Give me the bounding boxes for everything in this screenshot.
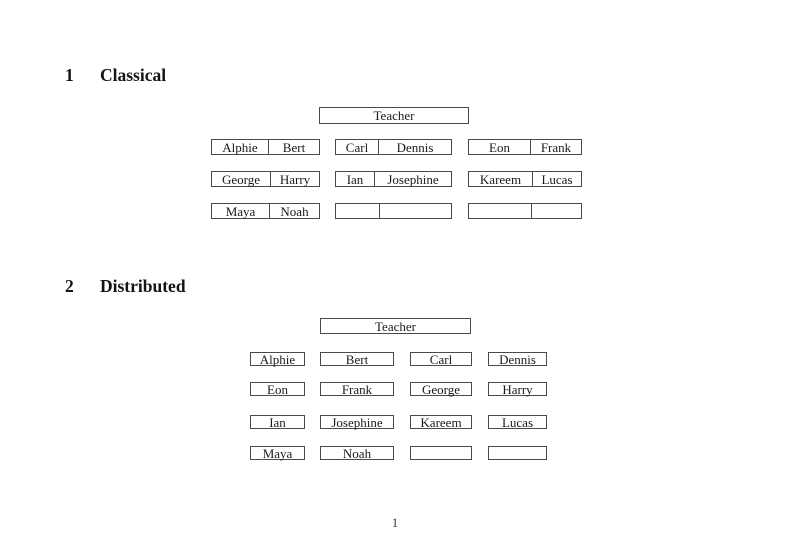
- distributed-seat-r3c3: Kareem: [410, 415, 472, 429]
- distributed-seat-r2c1: Eon: [250, 382, 305, 396]
- seat-cell: Noah: [280, 203, 309, 219]
- page-number: 1: [391, 516, 399, 530]
- seat-cell: George: [212, 172, 271, 186]
- section-heading-distributed: 2 Distributed: [65, 276, 186, 296]
- seat-cell-empty: [380, 204, 451, 218]
- section-number: 1: [65, 65, 74, 85]
- classical-desk-r3c3-empty: [468, 203, 582, 219]
- section-title: Distributed: [100, 276, 186, 296]
- seat-cell: Dennis: [396, 139, 434, 155]
- seat-cell-empty: [336, 204, 380, 218]
- distributed-seat-r1c4: Dennis: [488, 352, 547, 366]
- seat-cell: Frank: [540, 139, 572, 155]
- seat-cell-empty: [532, 204, 581, 218]
- distributed-seat-r2c2: Frank: [320, 382, 394, 396]
- seat-cell: Alphie: [212, 140, 269, 154]
- seat-cell-empty: [469, 204, 532, 218]
- seat-cell: Eon: [469, 140, 531, 154]
- distributed-seat-r1c3: Carl: [410, 352, 472, 366]
- classical-desk-r2c1: George Harry: [211, 171, 320, 187]
- seat-cell: Josephine: [387, 171, 439, 187]
- distributed-seat-r4c1: Maya: [250, 446, 305, 460]
- seat-cell: Kareem: [469, 172, 533, 186]
- classical-desk-r1c3: Eon Frank: [468, 139, 582, 155]
- classical-desk-r1c1: Alphie Bert: [211, 139, 320, 155]
- section-title: Classical: [100, 65, 167, 85]
- distributed-seat-r4c4-empty: [488, 446, 547, 460]
- classical-desk-r3c2-empty: [335, 203, 452, 219]
- distributed-seat-r3c1: Ian: [250, 415, 305, 429]
- distributed-seat-r1c1: Alphie: [250, 352, 305, 366]
- distributed-seat-r3c2: Josephine: [320, 415, 394, 429]
- distributed-seat-r2c4: Harry: [488, 382, 547, 396]
- seat-cell: Carl: [336, 140, 379, 154]
- classical-desk-r1c2: Carl Dennis: [335, 139, 452, 155]
- distributed-seat-r1c2: Bert: [320, 352, 394, 366]
- seat-cell: Bert: [282, 139, 306, 155]
- classical-desk-r2c2: Ian Josephine: [335, 171, 452, 187]
- section-number: 2: [65, 276, 74, 296]
- seat-cell: Harry: [279, 171, 311, 187]
- seat-cell: Ian: [336, 172, 375, 186]
- seat-cell: Maya: [212, 204, 270, 218]
- distributed-teacher-box: Teacher: [320, 318, 471, 334]
- classical-teacher-box: Teacher: [319, 107, 469, 124]
- seat-cell: Lucas: [541, 171, 573, 187]
- distributed-seat-r3c4: Lucas: [488, 415, 547, 429]
- distributed-seat-r4c2: Noah: [320, 446, 394, 460]
- distributed-seat-r2c3: George: [410, 382, 472, 396]
- classical-desk-r2c3: Kareem Lucas: [468, 171, 582, 187]
- section-heading-classical: 1 Classical: [65, 65, 167, 85]
- distributed-seat-r4c3-empty: [410, 446, 472, 460]
- classical-desk-r3c1: Maya Noah: [211, 203, 320, 219]
